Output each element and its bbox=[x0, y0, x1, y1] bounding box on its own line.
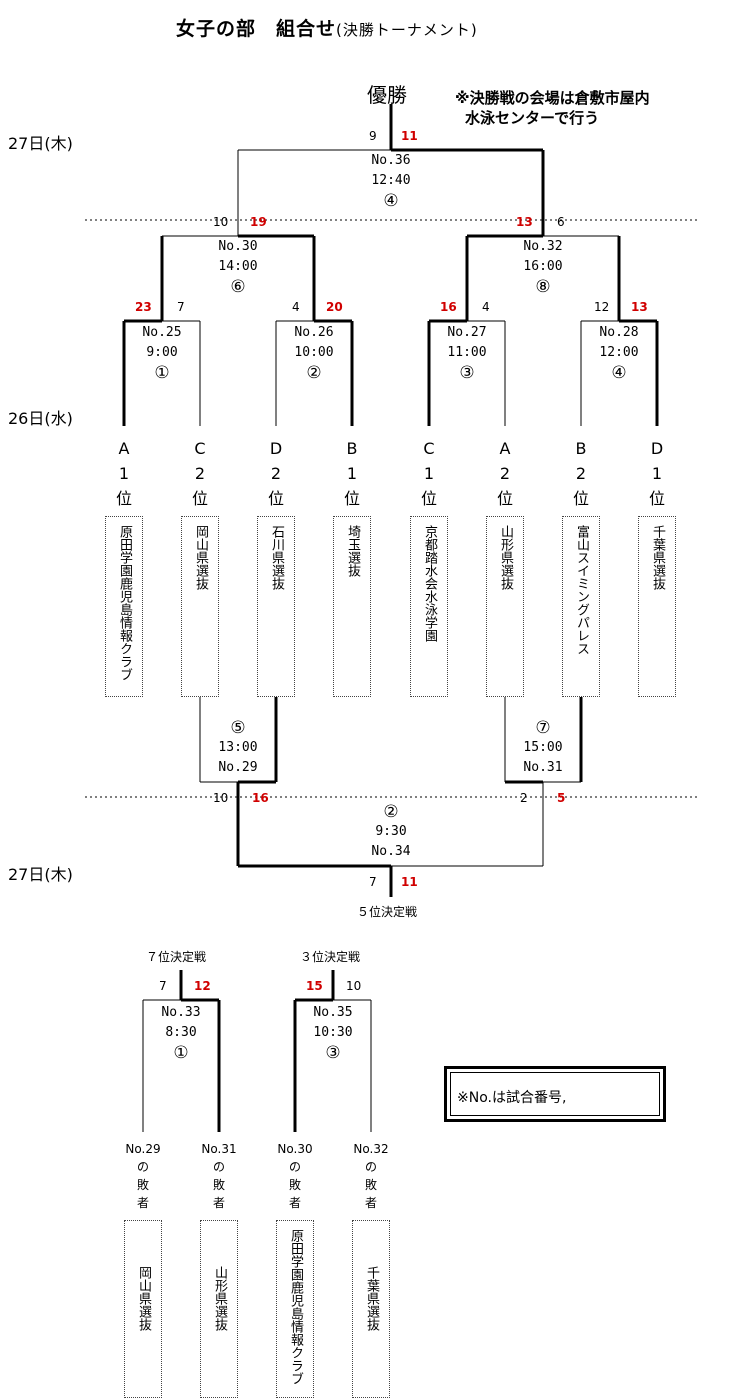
match-info: No.33 8:30 ① bbox=[161, 1005, 201, 1063]
page-title: 女子の部 組合せ(決勝トーナメント) bbox=[176, 14, 478, 41]
match-info: No.27 11:00 ③ bbox=[447, 325, 487, 383]
legend-box: ※No.は試合番号, bbox=[444, 1066, 666, 1122]
team-box: 京都踏水会水泳学園 bbox=[410, 516, 448, 697]
match-info: No.35 10:30 ③ bbox=[313, 1005, 353, 1063]
match-info: No.32 16:00 ⑧ bbox=[523, 239, 563, 297]
score: 7 bbox=[177, 300, 185, 314]
match-info: No.25 9:00 ① bbox=[142, 325, 182, 383]
score: 6 bbox=[557, 215, 565, 229]
team-box: 原田学園鹿児島情報クラブ bbox=[276, 1220, 314, 1398]
match-label: ５位決定戦 bbox=[357, 905, 418, 919]
score: 10 bbox=[346, 979, 362, 993]
match-info: No.28 12:00 ④ bbox=[599, 325, 639, 383]
winning-score: 11 bbox=[401, 875, 418, 889]
winning-score: 16 bbox=[440, 300, 457, 314]
winning-score: 13 bbox=[516, 215, 533, 229]
score: 4 bbox=[292, 300, 300, 314]
match-label: ３位決定戦 bbox=[300, 950, 361, 964]
match-info: No.26 10:00 ② bbox=[294, 325, 334, 383]
day-label: 26日(水) bbox=[8, 409, 73, 428]
team-box: 山形県選抜 bbox=[486, 516, 524, 697]
match-info: No.36 12:40 ④ bbox=[371, 153, 411, 211]
match-info: ② 9:30 No.34 bbox=[371, 802, 411, 859]
score: 10 bbox=[213, 791, 229, 805]
winning-score: 12 bbox=[194, 979, 211, 993]
winning-score: 15 bbox=[306, 979, 323, 993]
winning-score: 23 bbox=[135, 300, 152, 314]
team-box: 千葉県選抜 bbox=[352, 1220, 390, 1398]
score: 10 bbox=[213, 215, 229, 229]
match-label: ７位決定戦 bbox=[146, 950, 207, 964]
title-sub: (決勝トーナメント) bbox=[336, 21, 478, 39]
match-info: No.30 14:00 ⑥ bbox=[218, 239, 258, 297]
winning-score: 19 bbox=[250, 215, 267, 229]
winning-score: 11 bbox=[401, 129, 418, 143]
winning-score: 16 bbox=[252, 791, 269, 805]
team-box: 原田学園鹿児島情報クラブ bbox=[105, 516, 143, 697]
title-main: 女子の部 組合せ bbox=[176, 18, 337, 40]
score: 2 bbox=[520, 791, 528, 805]
team-box: 埼玉選抜 bbox=[333, 516, 371, 697]
day-label: 27日(木) bbox=[8, 865, 73, 884]
winning-score: 5 bbox=[557, 791, 566, 805]
team-box: 岡山県選抜 bbox=[181, 516, 219, 697]
score: 9 bbox=[369, 129, 377, 143]
team-box: 富山スイミングパレス bbox=[562, 516, 600, 697]
winning-score: 13 bbox=[631, 300, 648, 314]
score: 12 bbox=[594, 300, 610, 314]
score: 4 bbox=[482, 300, 490, 314]
score: 7 bbox=[159, 979, 167, 993]
winning-score: 20 bbox=[326, 300, 343, 314]
team-box: 岡山県選抜 bbox=[124, 1220, 162, 1398]
score: 7 bbox=[369, 875, 377, 889]
match-info: ⑦ 15:00 No.31 bbox=[523, 718, 563, 775]
match-info: ⑤ 13:00 No.29 bbox=[218, 718, 258, 775]
team-box: 山形県選抜 bbox=[200, 1220, 238, 1398]
venue-note: ※決勝戦の会場は倉敷市屋内 水泳センターで行う bbox=[455, 89, 650, 127]
team-box: 石川県選抜 bbox=[257, 516, 295, 697]
champion-label: 優勝 bbox=[367, 83, 407, 107]
team-box: 千葉県選抜 bbox=[638, 516, 676, 697]
day-label: 27日(木) bbox=[8, 134, 73, 153]
